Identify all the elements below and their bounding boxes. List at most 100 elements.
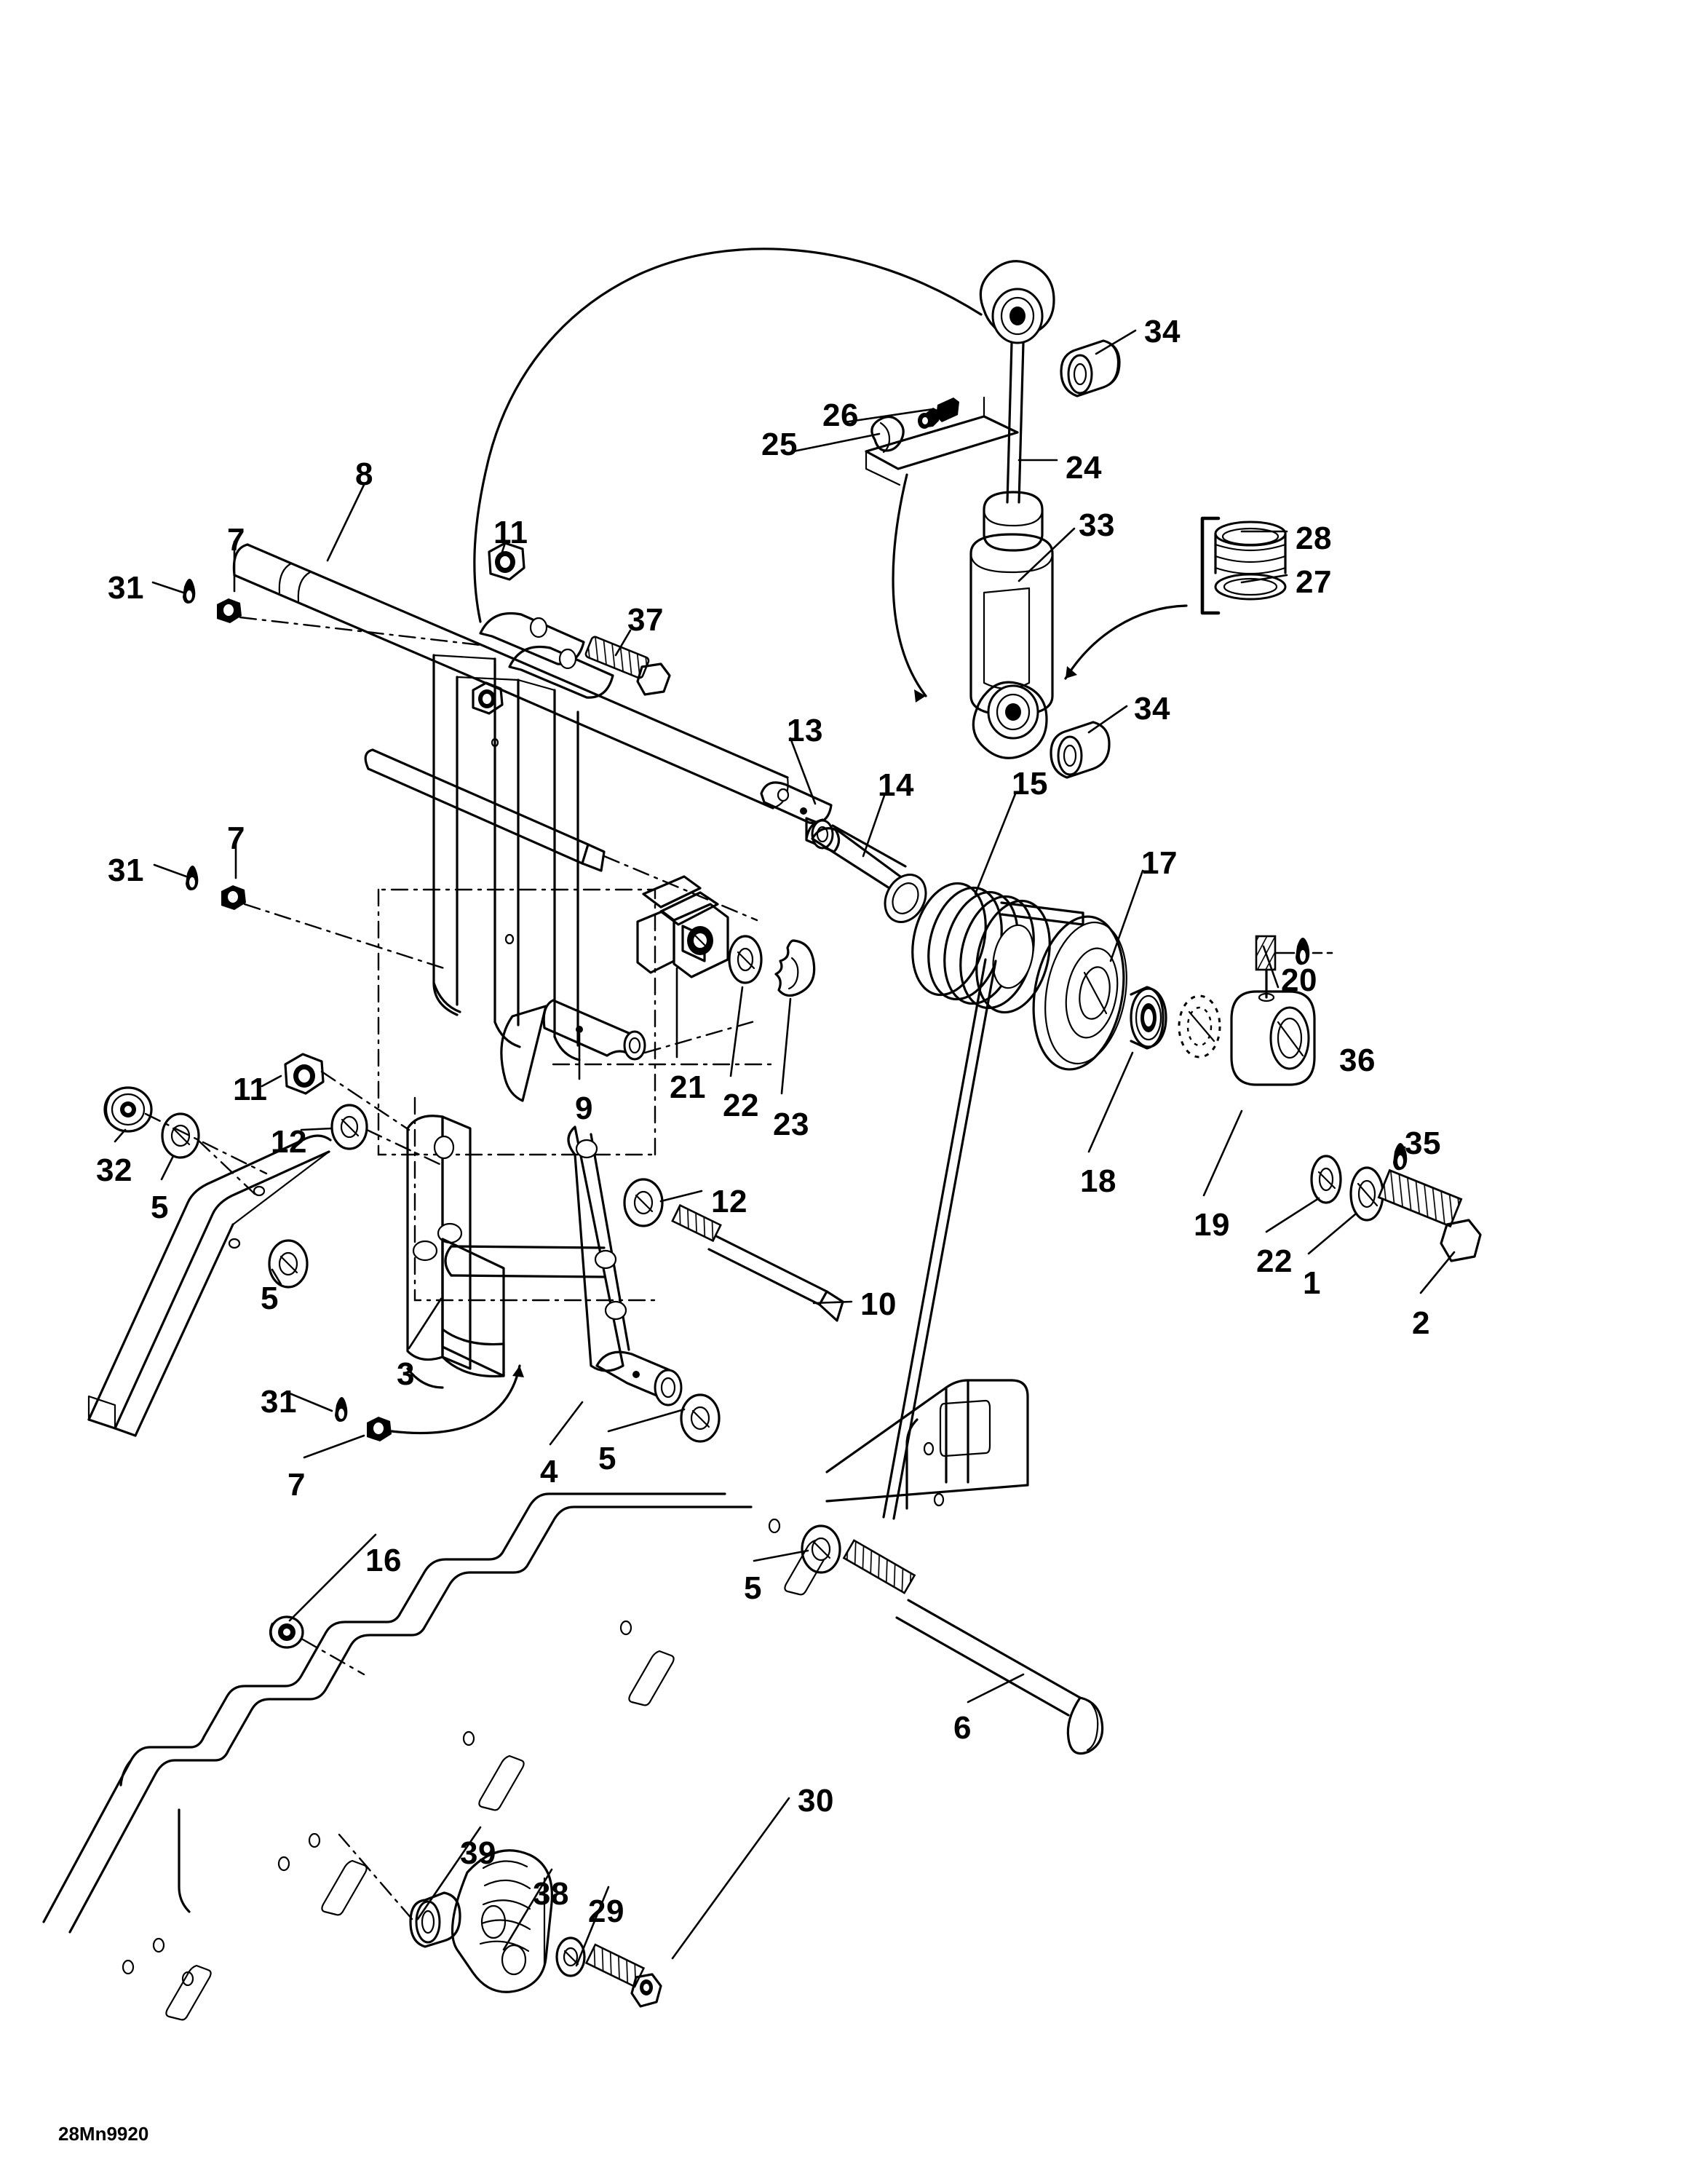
callout-24: 24 [1066,450,1102,486]
center-slide-plate [432,654,581,1061]
callout-5: 5 [744,1570,762,1606]
callout-11: 11 [233,1072,268,1107]
left-slide-rail [87,1134,332,1437]
bushing-cap-32 [103,1086,153,1133]
callout-5: 5 [151,1190,169,1225]
callout-9: 9 [575,1091,593,1126]
washer-5a [161,1112,200,1159]
shock-lower-eye [972,681,1048,759]
spacer-sleeve-14 [805,818,927,923]
idler-wheel-17 [1032,915,1127,1071]
washer-5d [801,1524,841,1574]
main-slide-rail [42,1379,1029,2021]
hex-bolt-37 [584,636,671,696]
torsion-spring-15 [882,882,1084,1520]
washer-22b [1310,1155,1342,1204]
small-parts-tray [865,396,1019,486]
upper-arm-8 [232,543,789,810]
callout-18: 18 [1080,1163,1116,1199]
callout-5: 5 [261,1281,279,1316]
washer-12b [623,1178,664,1227]
e-clip-23 [774,939,816,997]
callout-33: 33 [1079,507,1115,543]
lock-nut-bracket [472,681,504,715]
hex-bolt-10 [671,1203,844,1322]
rear-arm-joint-13 [760,781,841,853]
callout-20: 20 [1281,962,1317,998]
callout-31: 31 [108,570,144,606]
callout-30: 30 [798,1783,834,1819]
callout-37: 37 [627,602,664,638]
callout-34: 34 [1134,691,1170,727]
callout-11: 11 [493,515,528,550]
callout-25: 25 [761,427,798,462]
callout-13: 13 [787,713,823,748]
callout-38: 38 [533,1876,569,1912]
fitting-26 [918,397,959,429]
callout-23: 23 [773,1107,809,1142]
grease-fitting-upper [183,579,482,646]
washer-5c [680,1393,721,1443]
callout-39: 39 [460,1835,496,1871]
ball-bearing-18 [1130,986,1167,1050]
callout-22: 22 [1256,1243,1293,1279]
retainer-ring-dashed [1178,994,1221,1059]
callout-19: 19 [1194,1207,1230,1243]
sheet-code: 28Mn9920 [58,2123,149,2145]
nut-16 [269,1615,365,1676]
callout-15: 15 [1012,766,1048,802]
leader-lines [114,329,1456,1967]
callout-7: 7 [227,522,245,558]
rear-stopper-38 [451,1849,554,1993]
callout-6: 6 [953,1710,972,1746]
callout-1: 1 [1303,1265,1321,1301]
washer-29 [555,1936,586,1977]
cross-bar [364,748,758,922]
diagonal-link [567,1125,683,1406]
callout-36: 36 [1339,1042,1376,1078]
grease-nipple-20 [1255,935,1277,999]
arm-bracket [472,542,671,715]
callout-14: 14 [878,767,914,803]
bellows-sleeve-assembly [1200,516,1287,615]
callout-21: 21 [670,1069,706,1105]
callout-2: 2 [1412,1305,1430,1341]
callout-35: 35 [1405,1125,1441,1161]
callout-31: 31 [261,1384,297,1420]
grease-fitting-lower [335,1364,524,1441]
callout-12: 12 [711,1184,747,1219]
callout-32: 32 [96,1152,132,1188]
callout-26: 26 [822,397,859,433]
callout-28: 28 [1296,521,1332,556]
callout-7: 7 [227,820,245,856]
callout-5: 5 [598,1441,616,1476]
spring-block-21 [636,875,729,978]
grease-fitting-middle [186,866,445,970]
callout-3: 3 [397,1356,415,1392]
shock-bushing-lower [1050,721,1111,779]
callout-4: 4 [540,1454,558,1489]
callout-8: 8 [355,456,373,492]
callout-27: 27 [1296,564,1332,600]
washer-12a [330,1104,368,1150]
callout-10: 10 [860,1286,897,1322]
cotter-clip-36 [1274,938,1333,965]
callout-12: 12 [271,1124,307,1160]
callout-34: 34 [1144,314,1181,349]
callout-17: 17 [1141,845,1178,881]
hex-bolt-2 [1377,1168,1482,1262]
washer-1 [1349,1166,1384,1222]
shock-bushing-upper [1060,339,1121,397]
callout-22: 22 [723,1088,759,1123]
screw-30 [584,1943,662,2008]
washer-22a [728,935,763,984]
callout-16: 16 [365,1543,402,1578]
washer-5b [268,1239,309,1289]
lock-nut-11b [284,1053,325,1095]
callout-7: 7 [287,1467,306,1503]
shock-upper-eye [979,260,1055,344]
front-arm-bracket-3 [406,1115,606,1389]
axle-tube-9 [500,999,758,1102]
